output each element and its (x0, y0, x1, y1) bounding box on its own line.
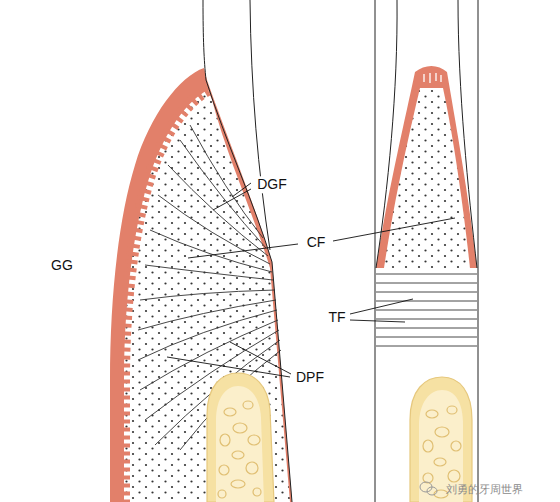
part-label: CF (305, 234, 328, 251)
tooth-outline (375, 0, 478, 502)
part-label: DPF (294, 369, 326, 386)
watermark-icon (420, 482, 437, 495)
tooth-outline (203, 0, 292, 502)
alveolar-bone (207, 373, 274, 502)
transseptal-region (376, 268, 477, 348)
watermark: 刘勇的牙周世界 (444, 482, 525, 496)
col-notch (424, 73, 441, 83)
cancellous-bone (216, 386, 264, 502)
tooth-outline (250, 0, 270, 250)
part-label: TF (326, 309, 347, 326)
trabeculae (218, 401, 261, 498)
gingival-epithelium (110, 68, 292, 502)
interdental-connective-tissue (384, 88, 470, 268)
transseptal-fibers (376, 274, 477, 346)
part-label: DGF (255, 176, 289, 193)
rete-pegs (124, 90, 208, 502)
leader-line (167, 183, 455, 377)
interdental-epithelium (376, 66, 477, 268)
connective-tissue (124, 90, 290, 502)
part-label: GG (49, 257, 75, 274)
